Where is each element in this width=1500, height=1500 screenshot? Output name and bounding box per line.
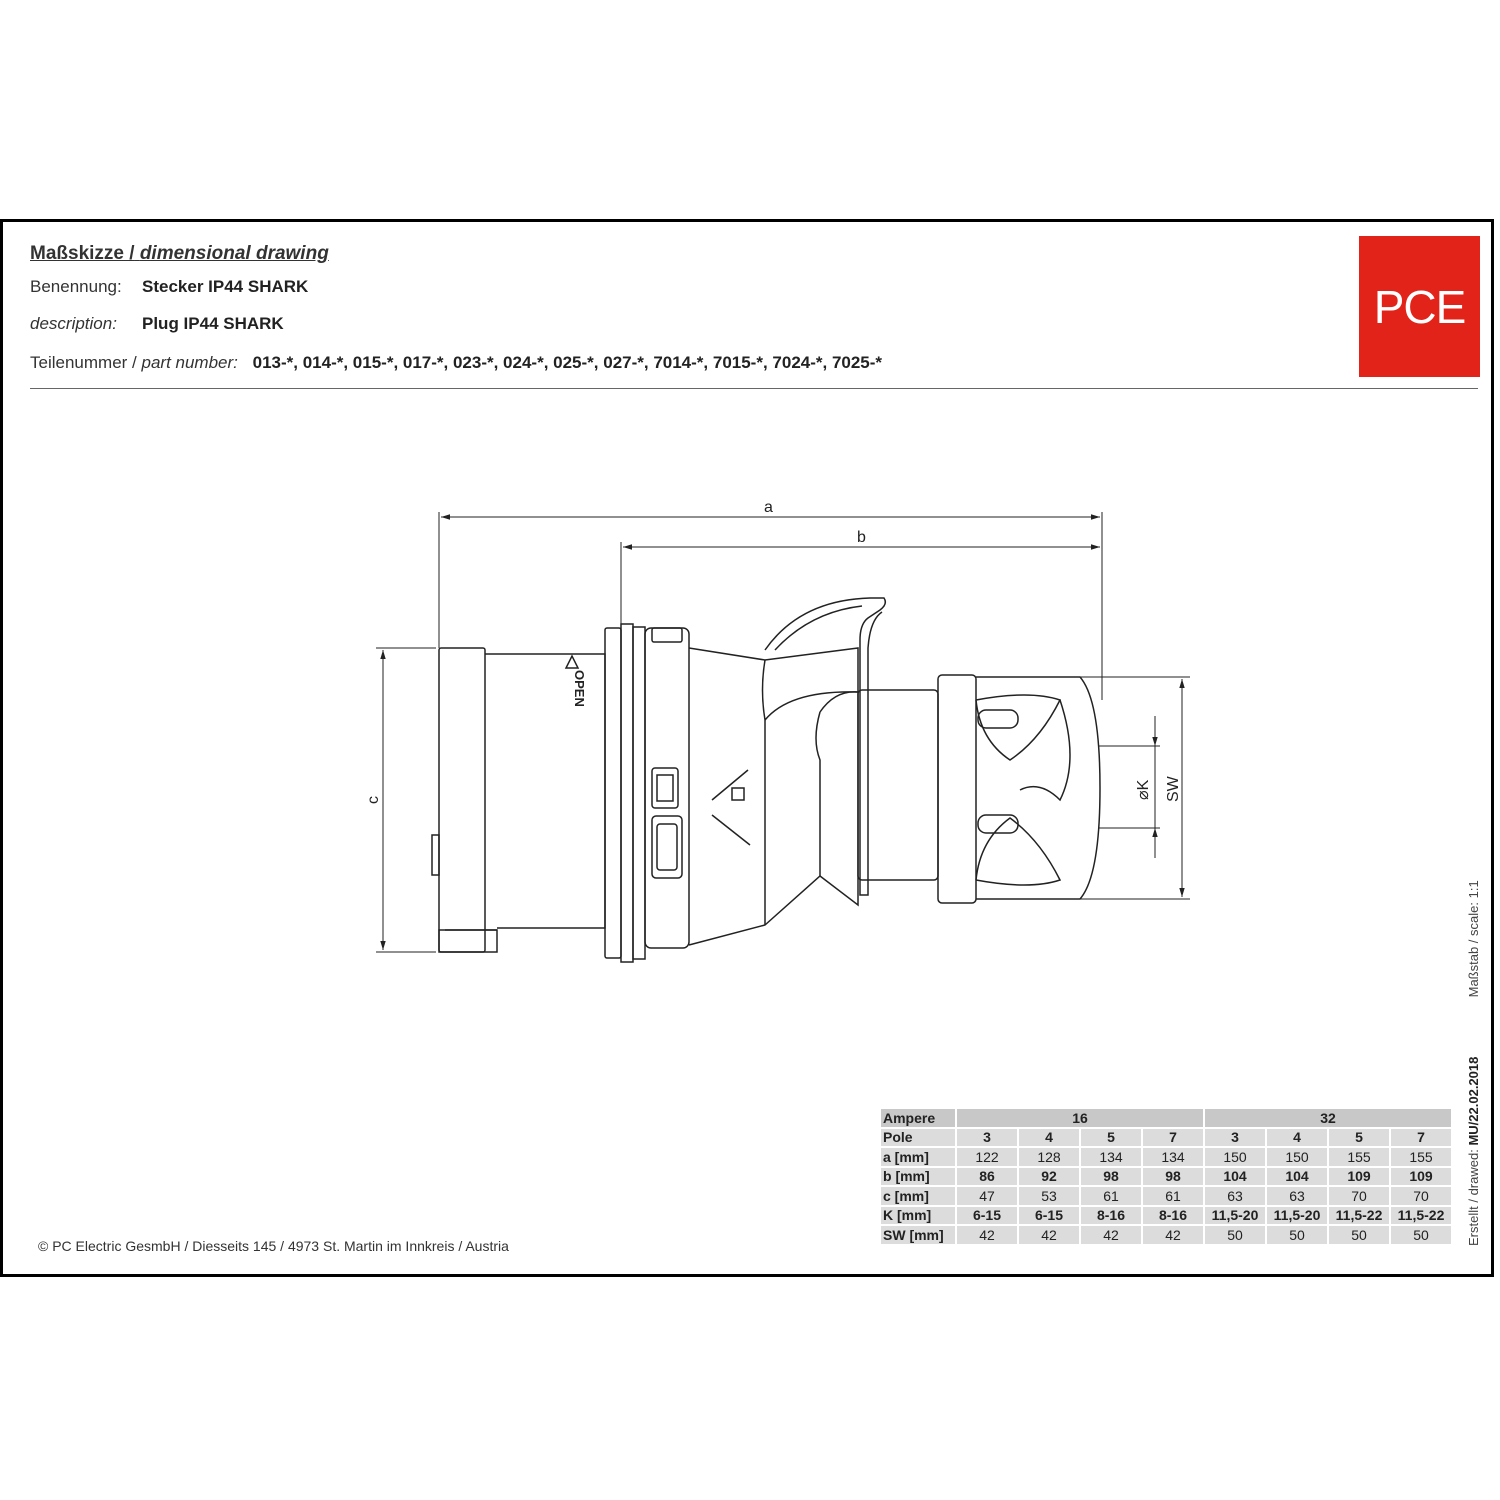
table-cell: 5: [1327, 1126, 1391, 1148]
table-cell: 104: [1265, 1165, 1329, 1187]
dimension-label-c: c: [365, 796, 382, 804]
table-cell: 4: [1017, 1126, 1081, 1148]
partnumber-label-english: part number:: [141, 353, 238, 372]
table-cell: 3: [1203, 1126, 1267, 1148]
table-cell: 50: [1203, 1224, 1267, 1246]
table-cell: 5: [1079, 1126, 1143, 1148]
table-cell: 50: [1389, 1224, 1453, 1246]
table-cell: 42: [1017, 1224, 1081, 1246]
description-label: description:: [30, 314, 117, 333]
table-cell: 7: [1389, 1126, 1453, 1148]
table-row-ampere: Ampere 16 32: [879, 1107, 1453, 1129]
table-cell: 42: [1141, 1224, 1205, 1246]
naming-value: Stecker IP44 SHARK: [142, 277, 309, 296]
table-cell: 11,5-22: [1327, 1204, 1391, 1226]
created-value: MU/22.02.2018: [1466, 1056, 1481, 1146]
table-cell: 4: [1265, 1126, 1329, 1148]
table-header-ampere: Ampere: [879, 1107, 957, 1129]
copyright-footer: © PC Electric GesmbH / Diesseits 145 / 4…: [38, 1238, 509, 1254]
created-label: Erstellt / drawed:: [1466, 1149, 1481, 1246]
table-cell: 155: [1327, 1146, 1391, 1168]
table-cell: 61: [1141, 1185, 1205, 1207]
dimension-label-b: b: [857, 529, 866, 546]
drawing-sheet-frame: [0, 219, 1494, 1277]
dimension-label-a: a: [764, 499, 773, 516]
table-row-header: K [mm]: [879, 1204, 957, 1226]
table-cell: 86: [955, 1165, 1019, 1187]
title-english: dimensional drawing: [139, 243, 329, 264]
scale-label: Maßstab / scale:: [1466, 902, 1481, 998]
table-cell: 53: [1017, 1185, 1081, 1207]
table-cell: 42: [1079, 1224, 1143, 1246]
description-value: Plug IP44 SHARK: [142, 314, 284, 333]
plug-front-face: [438, 647, 486, 953]
table-cell: 47: [955, 1185, 1019, 1207]
table-cell: 92: [1017, 1165, 1081, 1187]
table-cell: 11,5-22: [1389, 1204, 1453, 1226]
title-german: Maßskizze /: [30, 243, 135, 264]
table-row-header: a [mm]: [879, 1146, 957, 1168]
table-cell: 122: [955, 1146, 1019, 1168]
table-cell: 61: [1079, 1185, 1143, 1207]
header-divider: [30, 388, 1478, 389]
table-row-header: c [mm]: [879, 1185, 957, 1207]
table-cell: 6-15: [955, 1204, 1019, 1226]
table-cell: 109: [1327, 1165, 1391, 1187]
table-cell: 128: [1017, 1146, 1081, 1168]
table-cell: 63: [1265, 1185, 1329, 1207]
sheet-title: Maßskizze / dimensional drawing: [30, 243, 329, 265]
partnumber-value: 013-*, 014-*, 015-*, 017-*, 023-*, 024-*…: [252, 353, 883, 372]
cable-clip: [764, 597, 887, 896]
naming-label: Benennung:: [30, 277, 122, 296]
table-cell: 98: [1141, 1165, 1205, 1187]
table-cell: 104: [1203, 1165, 1267, 1187]
table-cell: 11,5-20: [1265, 1204, 1329, 1226]
pce-logo: PCE: [1359, 236, 1480, 377]
table-cell: 8-16: [1079, 1204, 1143, 1226]
naming-row: Benennung: Stecker IP44 SHARK: [30, 277, 308, 297]
table-cell: 50: [1327, 1224, 1391, 1246]
table-cell: 70: [1327, 1185, 1391, 1207]
table-cell: 155: [1389, 1146, 1453, 1168]
dimension-label-sw: SW: [1165, 775, 1182, 802]
table-row-header: Pole: [879, 1126, 957, 1148]
table-row-header: b [mm]: [879, 1165, 957, 1187]
table-cell: 70: [1389, 1185, 1453, 1207]
table-cell: 98: [1079, 1165, 1143, 1187]
table-cell: 150: [1203, 1146, 1267, 1168]
table-cell: 11,5-20: [1203, 1204, 1267, 1226]
table-cell: 134: [1141, 1146, 1205, 1168]
table-cell: 63: [1203, 1185, 1267, 1207]
cable-gland: [976, 676, 1101, 900]
table-cell: 150: [1265, 1146, 1329, 1168]
creation-info: Erstellt / drawed: MU/22.02.2018 Maßstab…: [1466, 880, 1481, 1246]
table-cell: 3: [955, 1126, 1019, 1148]
table-header-16a: 16: [955, 1107, 1205, 1129]
table-cell: 7: [1141, 1126, 1205, 1148]
open-marking: OPEN: [572, 670, 587, 707]
description-row: description: Plug IP44 SHARK: [30, 314, 284, 334]
dimension-label-k: ⌀K: [1135, 779, 1152, 800]
cable-gland-nut: [937, 674, 977, 904]
table-row-header: SW [mm]: [879, 1224, 957, 1246]
table-cell: 42: [955, 1224, 1019, 1246]
table-cell: 109: [1389, 1165, 1453, 1187]
partnumber-row: Teilenummer / part number: 013-*, 014-*,…: [30, 353, 882, 373]
partnumber-label-german: Teilenummer /: [30, 353, 137, 372]
scale-value: 1:1: [1466, 880, 1481, 899]
table-header-32a: 32: [1203, 1107, 1453, 1129]
table-cell: 8-16: [1141, 1204, 1205, 1226]
table-cell: 50: [1265, 1224, 1329, 1246]
table-cell: 6-15: [1017, 1204, 1081, 1226]
table-cell: 134: [1079, 1146, 1143, 1168]
